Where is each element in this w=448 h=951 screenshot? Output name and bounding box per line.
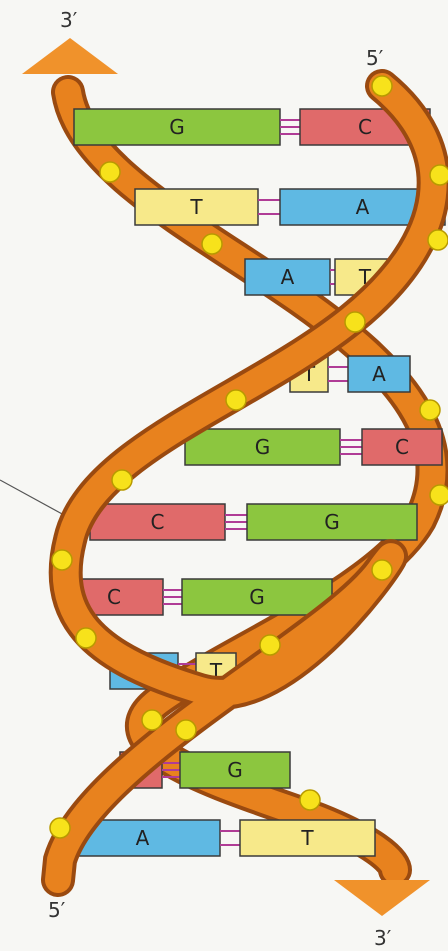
phosphate-dot (50, 818, 70, 838)
phosphate-dot (430, 165, 448, 185)
phosphate-dot (345, 312, 365, 332)
base-letter: T (189, 195, 203, 219)
base-letter: C (358, 115, 372, 139)
label-top-right-end: 5′ (366, 46, 384, 70)
phosphate-dot (420, 400, 440, 420)
base-letter: G (227, 758, 243, 782)
base-letter: T (300, 826, 314, 850)
phosphate-dot (112, 470, 132, 490)
label-bottom-right-end: 3′ (374, 926, 392, 950)
phosphate-dot (300, 790, 320, 810)
base-letter: G (324, 510, 340, 534)
base-letter: G (169, 115, 185, 139)
pointer-line (0, 480, 64, 515)
label-bottom-left-end: 5′ (48, 898, 66, 922)
phosphate-dot (372, 560, 392, 580)
phosphate-dot (430, 485, 448, 505)
base-letter: A (372, 362, 386, 386)
phosphate-dot (176, 720, 196, 740)
base-letter: A (356, 195, 370, 219)
base-letter: A (136, 826, 150, 850)
phosphate-dot (260, 635, 280, 655)
base-letter: C (151, 510, 165, 534)
phosphate-dot (142, 710, 162, 730)
phosphate-dot (76, 628, 96, 648)
base-letter: A (281, 265, 295, 289)
label-top-left-end: 3′ (60, 8, 78, 32)
base-letter: G (249, 585, 265, 609)
base-letter: G (255, 435, 271, 459)
phosphate-dot (428, 230, 448, 250)
base-letter: C (395, 435, 409, 459)
phosphate-dot (226, 390, 246, 410)
base-letter: C (107, 585, 121, 609)
bottom-arrow-icon (334, 880, 430, 916)
top-arrow-icon (22, 38, 118, 74)
phosphate-dot (202, 234, 222, 254)
phosphate-dot (100, 162, 120, 182)
phosphate-dot (372, 76, 392, 96)
phosphate-dot (52, 550, 72, 570)
